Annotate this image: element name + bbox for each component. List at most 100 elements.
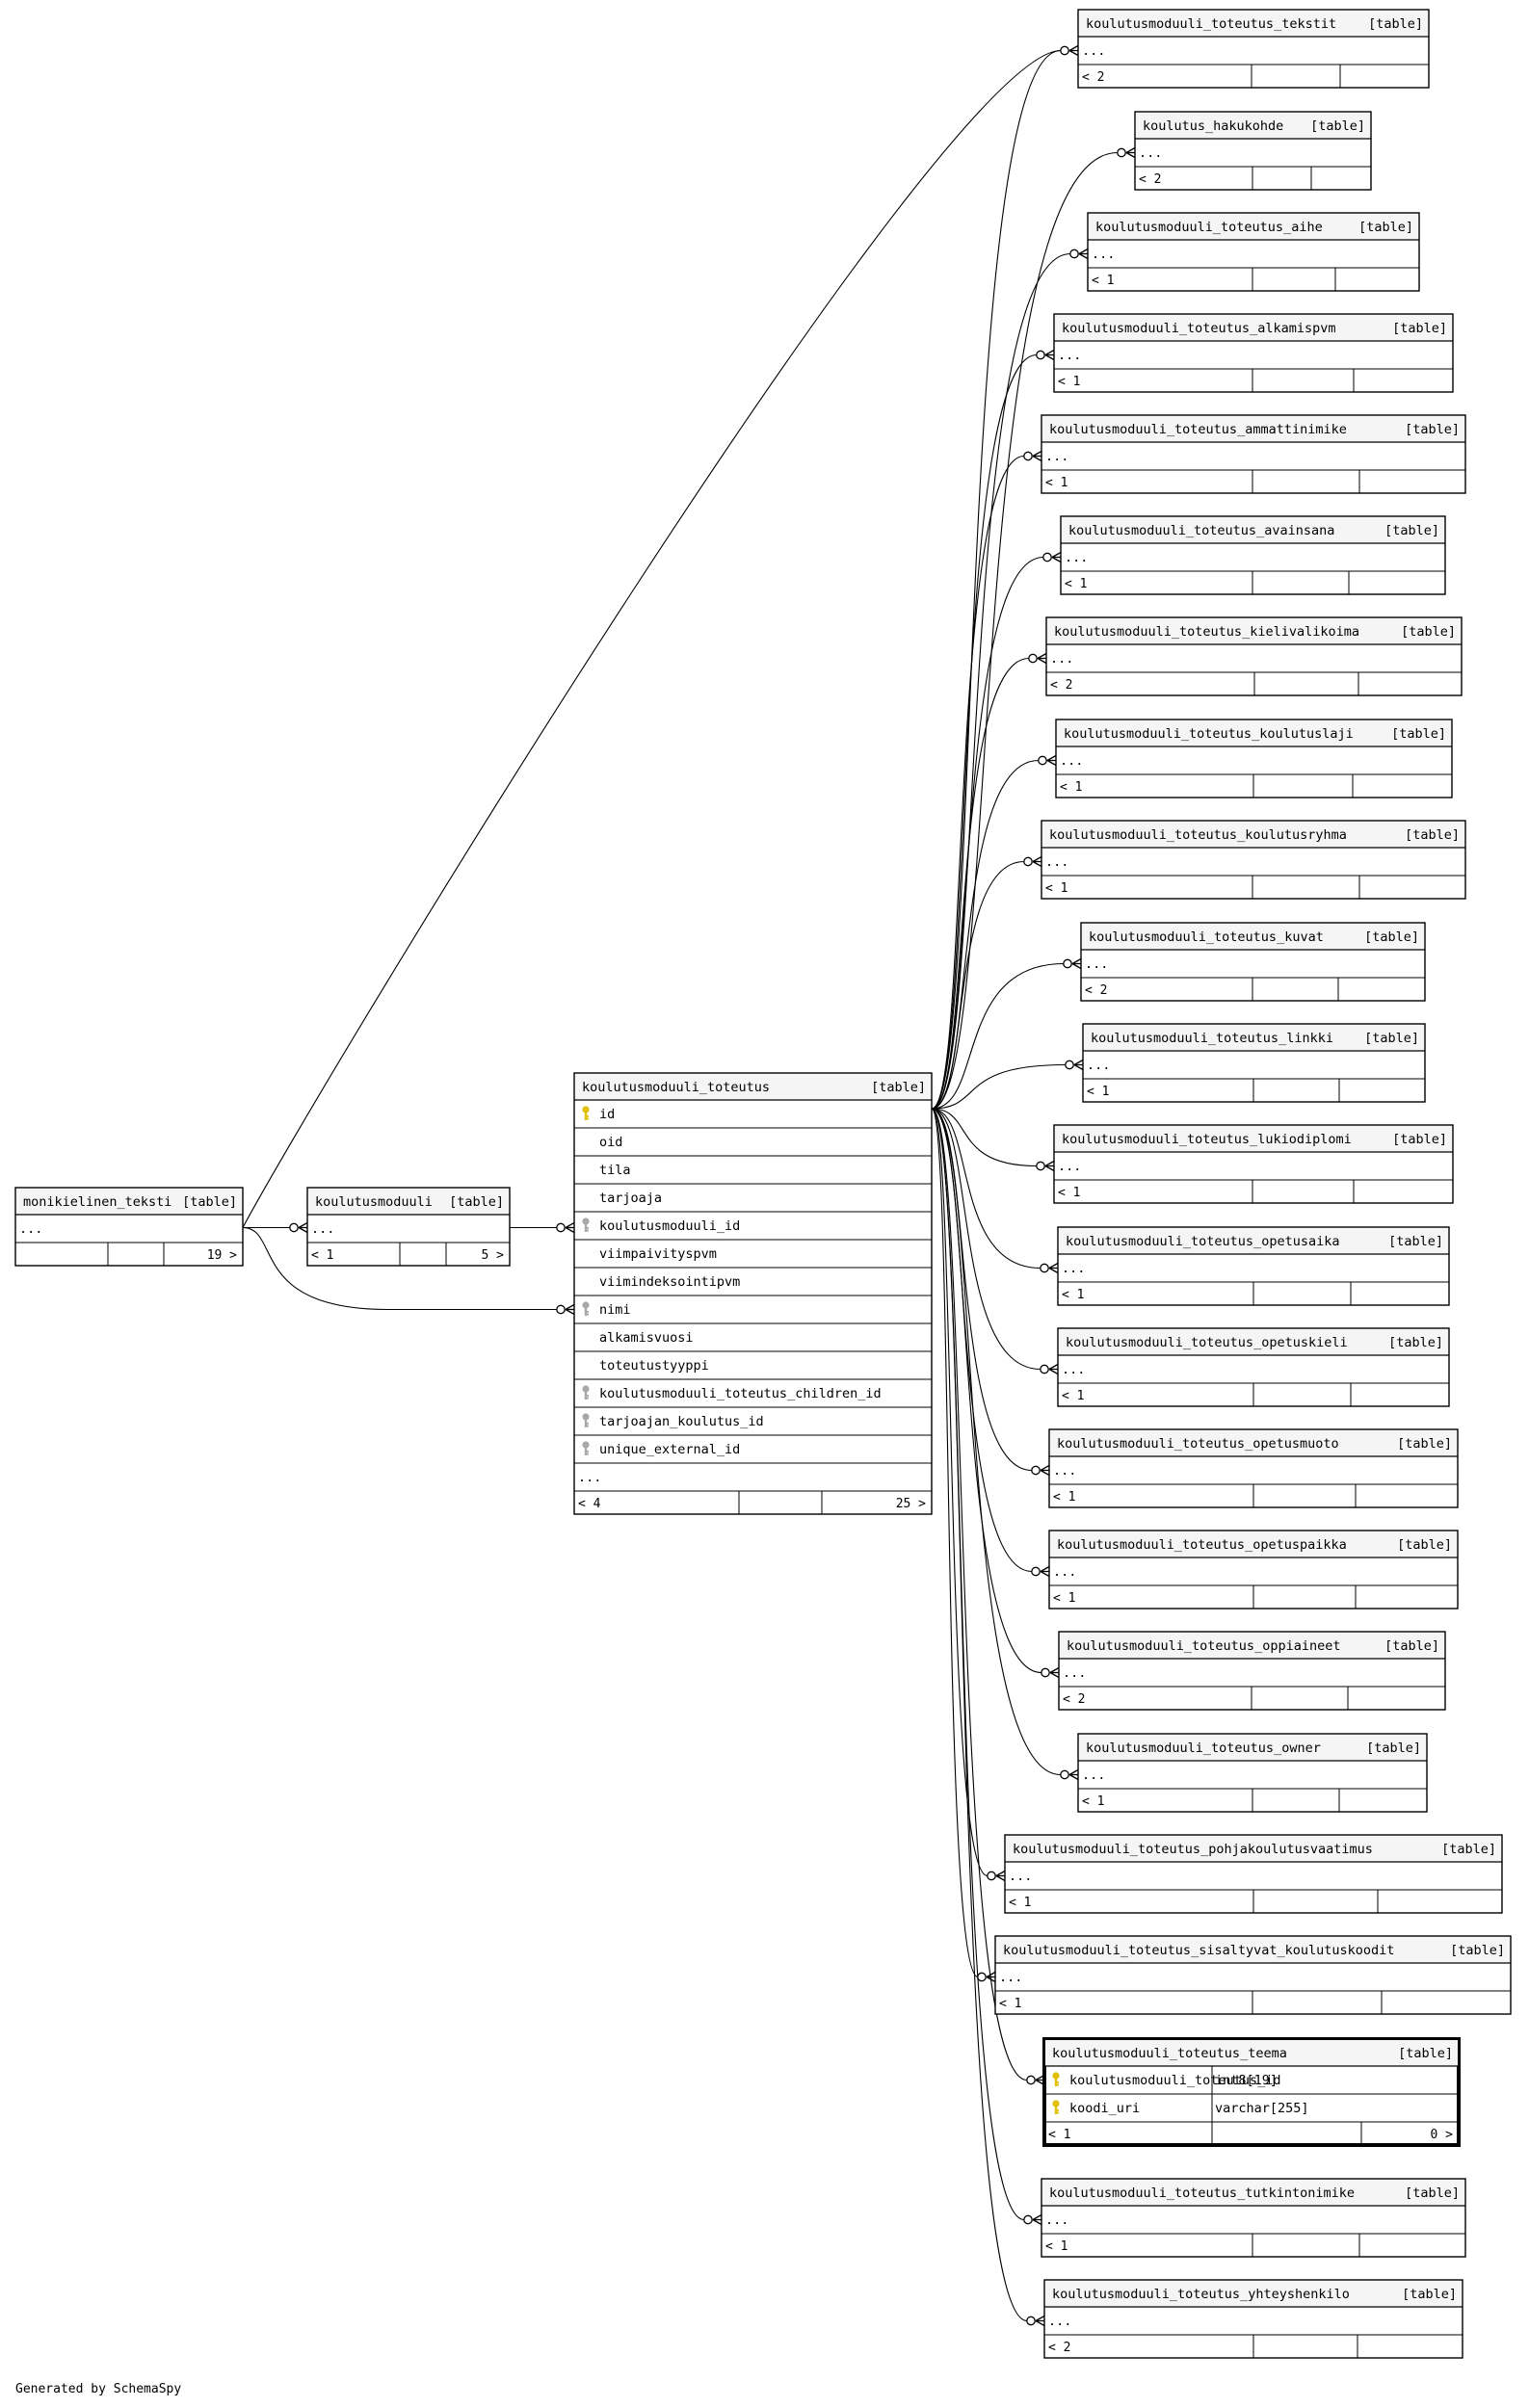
table-t-hakukohde[interactable]: koulutus_hakukohde[table]...< 2 (1134, 111, 1372, 191)
table-kind-label: [table] (1398, 2046, 1453, 2061)
table-t-linkki[interactable]: koulutusmoduuli_toteutus_linkki[table]..… (1082, 1023, 1426, 1103)
relationship-line (931, 860, 1025, 1110)
more-columns-ellipsis: ... (1139, 145, 1162, 161)
table-kind-label: [table] (1441, 1842, 1496, 1857)
table-t-opetuskieli[interactable]: koulutusmoduuli_toteutus_opetuskieli[tab… (1057, 1327, 1450, 1407)
table-t-opetusaika[interactable]: koulutusmoduuli_toteutus_opetusaika[tabl… (1057, 1226, 1450, 1306)
table-t-kuvat[interactable]: koulutusmoduuli_toteutus_kuvat[table]...… (1080, 922, 1426, 1002)
table-kind-label: [table] (1402, 2287, 1457, 2302)
table-t-avainsana[interactable]: koulutusmoduuli_toteutus_avainsana[table… (1060, 515, 1446, 595)
parent-count[interactable]: < 1 (1053, 1490, 1075, 1505)
parent-count[interactable]: < 1 (999, 1997, 1021, 2011)
more-columns-ellipsis: ... (1058, 348, 1081, 363)
table-header-bg (1045, 2040, 1458, 2066)
parent-count[interactable]: < 1 (1062, 1288, 1084, 1302)
parent-count[interactable]: < 1 (311, 1248, 333, 1263)
column-name: unique_external_id (599, 1442, 740, 1457)
column-type: int8[19] (1215, 2073, 1278, 2088)
parent-count[interactable]: < 1 (1045, 2239, 1068, 2254)
table-kind-label: [table] (1366, 1741, 1421, 1756)
table-kind-label: [table] (1392, 1132, 1447, 1147)
more-columns-ellipsis: ... (1063, 1665, 1086, 1681)
more-columns-ellipsis: ... (1053, 1463, 1076, 1479)
generated-by-footer: Generated by SchemaSpy (15, 2382, 181, 2396)
table-name: koulutusmoduuli_toteutus_koulutuslaji (1064, 726, 1354, 742)
crows-foot-marker (1023, 2213, 1042, 2226)
more-columns-ellipsis: ... (1087, 1058, 1110, 1073)
parent-count[interactable]: < 1 (1045, 881, 1068, 896)
child-count[interactable]: 0 > (1431, 2128, 1454, 2142)
table-kind-label: [table] (1401, 624, 1456, 640)
table-header-bg (1042, 416, 1464, 442)
table-kind-label: [table] (1397, 1537, 1452, 1553)
parent-count[interactable]: < 1 (1058, 1186, 1080, 1200)
table-t-tekstit[interactable]: koulutusmoduuli_toteutus_tekstit[table].… (1077, 9, 1430, 89)
table-t-aihe[interactable]: koulutusmoduuli_toteutus_aihe[table]...<… (1087, 212, 1420, 292)
parent-count[interactable]: < 1 (1087, 1085, 1109, 1099)
parent-count[interactable]: < 2 (1050, 678, 1072, 693)
table-t-teema[interactable]: koulutusmoduuli_toteutus_teema[table]kou… (1042, 2037, 1461, 2147)
table-t-alkamispvm[interactable]: koulutusmoduuli_toteutus_alkamispvm[tabl… (1053, 313, 1454, 393)
parent-count[interactable]: < 1 (1065, 577, 1087, 591)
parent-count[interactable]: < 2 (1082, 70, 1104, 85)
table-t-koulutusryhma[interactable]: koulutusmoduuli_toteutus_koulutusryhma[t… (1041, 820, 1466, 900)
crows-foot-marker (556, 1303, 575, 1316)
table-t-lukiodiplomi[interactable]: koulutusmoduuli_toteutus_lukiodiplomi[ta… (1053, 1124, 1454, 1204)
more-columns-ellipsis: ... (1062, 1362, 1085, 1377)
column-name: tila (599, 1163, 631, 1178)
relationship-line (242, 49, 1062, 1228)
table-t-tutkintonimike[interactable]: koulutusmoduuli_toteutus_tutkintonimike[… (1041, 2178, 1466, 2258)
more-columns-ellipsis: ... (1085, 956, 1108, 972)
parent-count[interactable]: < 1 (1060, 780, 1082, 795)
child-count[interactable]: 5 > (482, 1248, 505, 1263)
table-name: koulutusmoduuli_toteutus_koulutusryhma (1049, 827, 1347, 843)
table-kind-label: [table] (1358, 220, 1413, 235)
child-count[interactable]: 25 > (896, 1497, 926, 1511)
more-columns-ellipsis: ... (1045, 449, 1068, 464)
column-name: tarjoaja (599, 1191, 662, 1206)
relationship-lines (242, 44, 1136, 2327)
parent-count[interactable]: < 1 (1058, 375, 1080, 389)
table-t-opetusmuoto[interactable]: koulutusmoduuli_toteutus_opetusmuoto[tab… (1048, 1428, 1459, 1508)
parent-count[interactable]: < 1 (1048, 2128, 1070, 2142)
table-t-yhteyshenkilo[interactable]: koulutusmoduuli_toteutus_yhteyshenkilo[t… (1043, 2279, 1463, 2359)
table-t-opetuspaikka[interactable]: koulutusmoduuli_toteutus_opetuspaikka[ta… (1048, 1530, 1459, 1610)
table-t-ammattinimike[interactable]: koulutusmoduuli_toteutus_ammattinimike[t… (1041, 414, 1466, 494)
table-t-oppiaineet[interactable]: koulutusmoduuli_toteutus_oppiaineet[tabl… (1058, 1631, 1446, 1711)
parent-count[interactable]: < 2 (1085, 983, 1107, 998)
table-t-pohjakoulutusvaatimus[interactable]: koulutusmoduuli_toteutus_pohjakoulutusva… (1004, 1834, 1503, 1914)
table-t-owner[interactable]: koulutusmoduuli_toteutus_owner[table]...… (1077, 1733, 1428, 1813)
table-header-bg (1050, 1531, 1457, 1557)
column-name: koulutusmoduuli_toteutus_id (1069, 2073, 1280, 2088)
table-koulutusmoduuli-toteutus[interactable]: koulutusmoduuli_toteutus[table]idoidtila… (573, 1072, 933, 1515)
child-count[interactable]: 19 > (207, 1248, 237, 1263)
relationship-line (931, 1063, 1067, 1110)
column-name: koodi_uri (1069, 2101, 1140, 2116)
more-columns-ellipsis: ... (1045, 854, 1068, 870)
parent-count[interactable]: < 4 (578, 1497, 601, 1511)
relationship-line (931, 455, 1025, 1110)
parent-count[interactable]: < 1 (1009, 1896, 1031, 1910)
table-header-bg (1062, 517, 1444, 543)
parent-count[interactable]: < 2 (1048, 2341, 1070, 2355)
table-t-kielivalikoima[interactable]: koulutusmoduuli_toteutus_kielivalikoima[… (1045, 616, 1463, 696)
table-border (573, 1072, 933, 1515)
parent-count[interactable]: < 1 (1082, 1794, 1104, 1809)
more-columns-ellipsis: ... (1009, 1869, 1032, 1884)
foreign-key-icon (582, 1413, 590, 1427)
parent-count[interactable]: < 2 (1063, 1692, 1085, 1707)
table-header-bg (1084, 1025, 1424, 1051)
parent-count[interactable]: < 1 (1053, 1591, 1075, 1606)
parent-count[interactable]: < 1 (1092, 274, 1114, 288)
parent-count[interactable]: < 2 (1139, 172, 1161, 187)
parent-count[interactable]: < 1 (1062, 1389, 1084, 1403)
crows-foot-marker (1028, 652, 1047, 665)
table-t-koulutuslaji[interactable]: koulutusmoduuli_toteutus_koulutuslaji[ta… (1055, 719, 1453, 798)
table-monikielinen-teksti[interactable]: monikielinen_teksti[table]...19 > (14, 1187, 244, 1267)
table-header-bg (1059, 1329, 1448, 1355)
table-header-bg (308, 1189, 509, 1215)
parent-count[interactable]: < 1 (1045, 476, 1068, 490)
crows-foot-marker (289, 1221, 308, 1234)
table-t-sisaltyvat[interactable]: koulutusmoduuli_toteutus_sisaltyvat_koul… (994, 1935, 1512, 2015)
